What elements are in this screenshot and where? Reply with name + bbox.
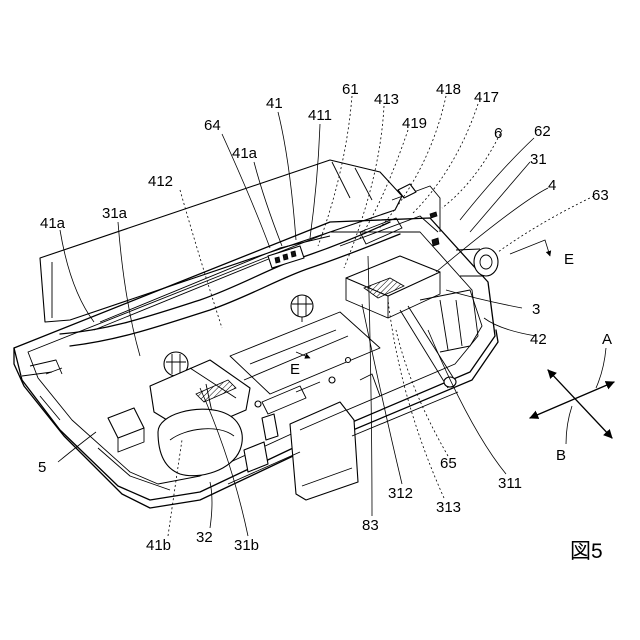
label-63: 63 [592,187,609,204]
direction-arrows [530,348,614,444]
label-411: 411 [308,107,332,124]
label-311: 311 [498,475,522,492]
label-413: 413 [374,91,399,108]
label-61: 61 [342,81,359,98]
label-417: 417 [474,89,499,106]
label-A: A [602,331,612,348]
label-4: 4 [548,177,556,194]
label-E-center: E [290,361,300,378]
label-31a: 31a [102,205,128,222]
label-312: 312 [388,485,413,502]
label-41a-left: 41a [40,215,66,232]
label-B: B [556,447,566,464]
label-3: 3 [532,301,540,318]
label-65: 65 [440,455,457,472]
label-83: 83 [362,517,379,534]
label-E-right: E [564,251,574,268]
label-412: 412 [148,173,173,190]
label-31b: 31b [234,537,259,554]
label-313: 313 [436,499,461,516]
label-32: 32 [196,529,213,546]
label-419: 419 [402,115,427,132]
label-62: 62 [534,123,551,140]
label-41: 41 [266,95,283,112]
label-42: 42 [530,331,547,348]
label-5: 5 [38,459,46,476]
label-418: 418 [436,81,461,98]
label-6: 6 [494,125,502,142]
figure-number: 図5 [570,540,603,563]
label-64: 64 [204,117,221,134]
label-41a-top: 41a [232,145,258,162]
label-31: 31 [530,151,547,168]
fastener-right [291,295,313,322]
label-41b: 41b [146,537,171,554]
